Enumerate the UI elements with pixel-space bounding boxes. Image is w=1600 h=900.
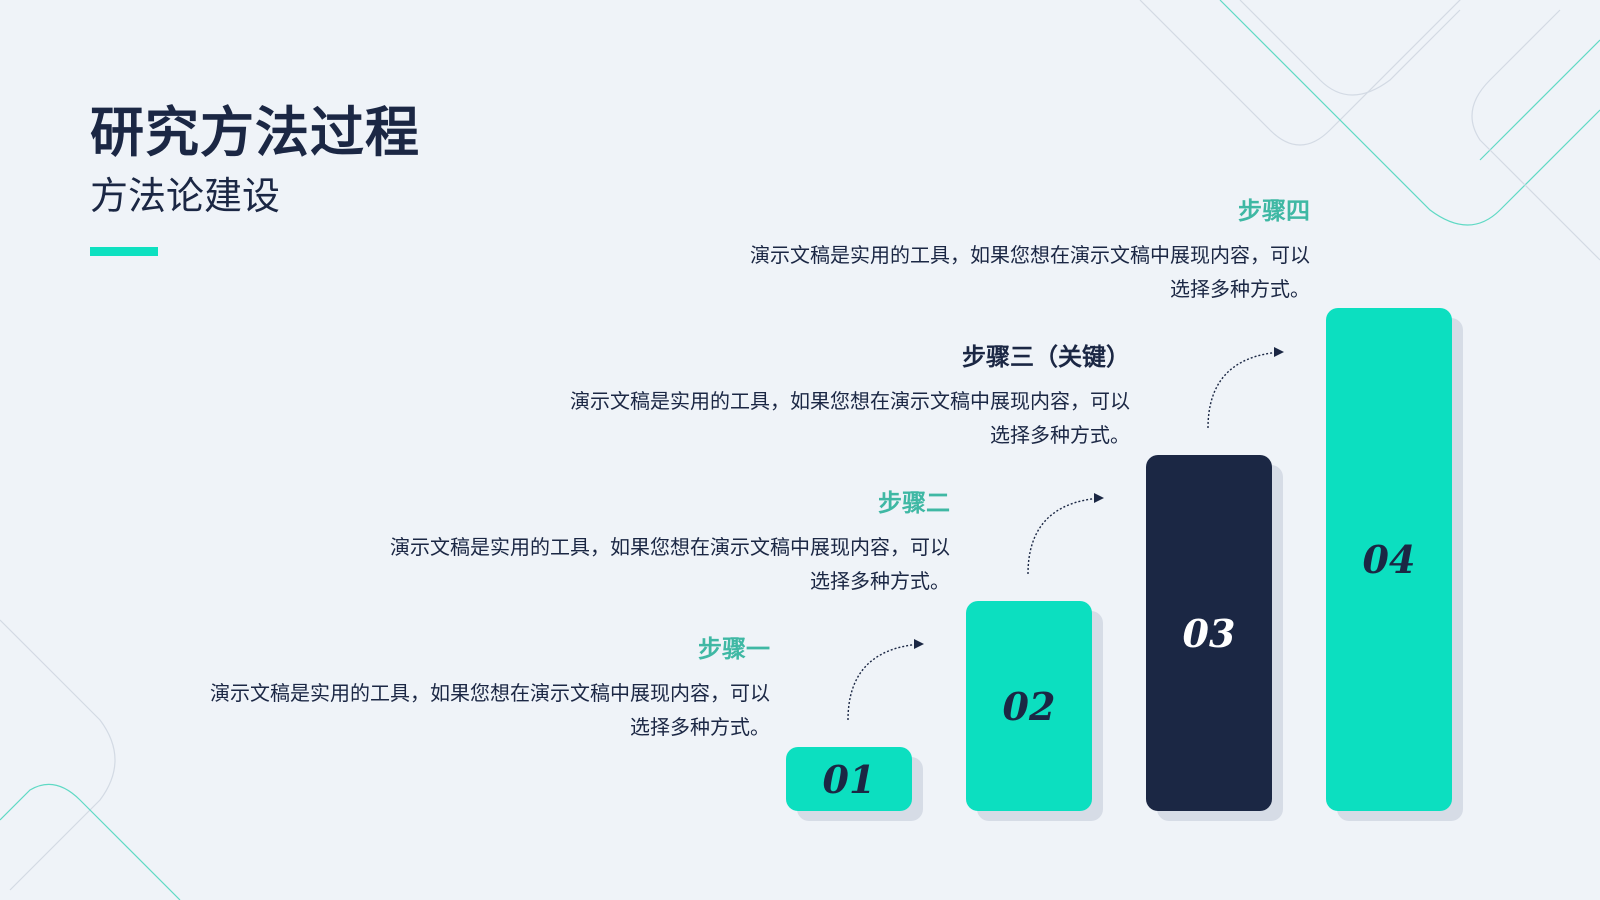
curved-arrow-icon [847,639,924,721]
bar-number: 02 [1002,683,1056,729]
bar-number: 01 [822,756,876,802]
curved-arrow-icon [1207,347,1284,429]
step-description: 演示文稿是实用的工具，如果您想在演示文稿中展现内容，可以 选择多种方式。 [470,384,1130,452]
step-bar-03: 03 [1146,455,1272,811]
bar-number: 04 [1362,537,1416,582]
step-bar-01: 01 [786,747,912,811]
step-bar-04: 04 [1326,308,1452,811]
bar-number: 03 [1182,610,1236,656]
step-1: 步骤一 演示文稿是实用的工具，如果您想在演示文稿中展现内容，可以 选择多种方式。 [110,629,770,744]
step-title: 步骤三（关键） [962,343,1130,371]
step-desc-line: 演示文稿是实用的工具，如果您想在演示文稿中展现内容，可以 [390,535,950,559]
curved-arrow-icon [1027,493,1104,575]
step-title: 步骤一 [698,635,770,663]
page-title: 研究方法过程 [90,101,420,164]
step-desc-line: 选择多种方式。 [1170,277,1310,301]
step-desc-line: 选择多种方式。 [630,715,770,739]
step-4: 步骤四 演示文稿是实用的工具，如果您想在演示文稿中展现内容，可以 选择多种方式。 [650,191,1310,306]
step-description: 演示文稿是实用的工具，如果您想在演示文稿中展现内容，可以 选择多种方式。 [290,530,950,598]
step-3: 步骤三（关键） 演示文稿是实用的工具，如果您想在演示文稿中展现内容，可以 选择多… [470,337,1130,452]
step-2: 步骤二 演示文稿是实用的工具，如果您想在演示文稿中展现内容，可以 选择多种方式。 [290,483,950,598]
page-subtitle: 方法论建设 [90,174,281,218]
step-desc-line: 演示文稿是实用的工具，如果您想在演示文稿中展现内容，可以 [570,389,1130,413]
step-desc-line: 演示文稿是实用的工具，如果您想在演示文稿中展现内容，可以 [210,681,770,705]
title-accent-bar [90,247,158,256]
step-desc-line: 演示文稿是实用的工具，如果您想在演示文稿中展现内容，可以 [750,243,1310,267]
step-description: 演示文稿是实用的工具，如果您想在演示文稿中展现内容，可以 选择多种方式。 [650,238,1310,306]
step-description: 演示文稿是实用的工具，如果您想在演示文稿中展现内容，可以 选择多种方式。 [110,676,770,744]
step-title: 步骤四 [1238,197,1310,225]
step-title: 步骤二 [878,489,950,517]
step-bar-02: 02 [966,601,1092,811]
step-desc-line: 选择多种方式。 [990,423,1130,447]
step-desc-line: 选择多种方式。 [810,569,950,593]
